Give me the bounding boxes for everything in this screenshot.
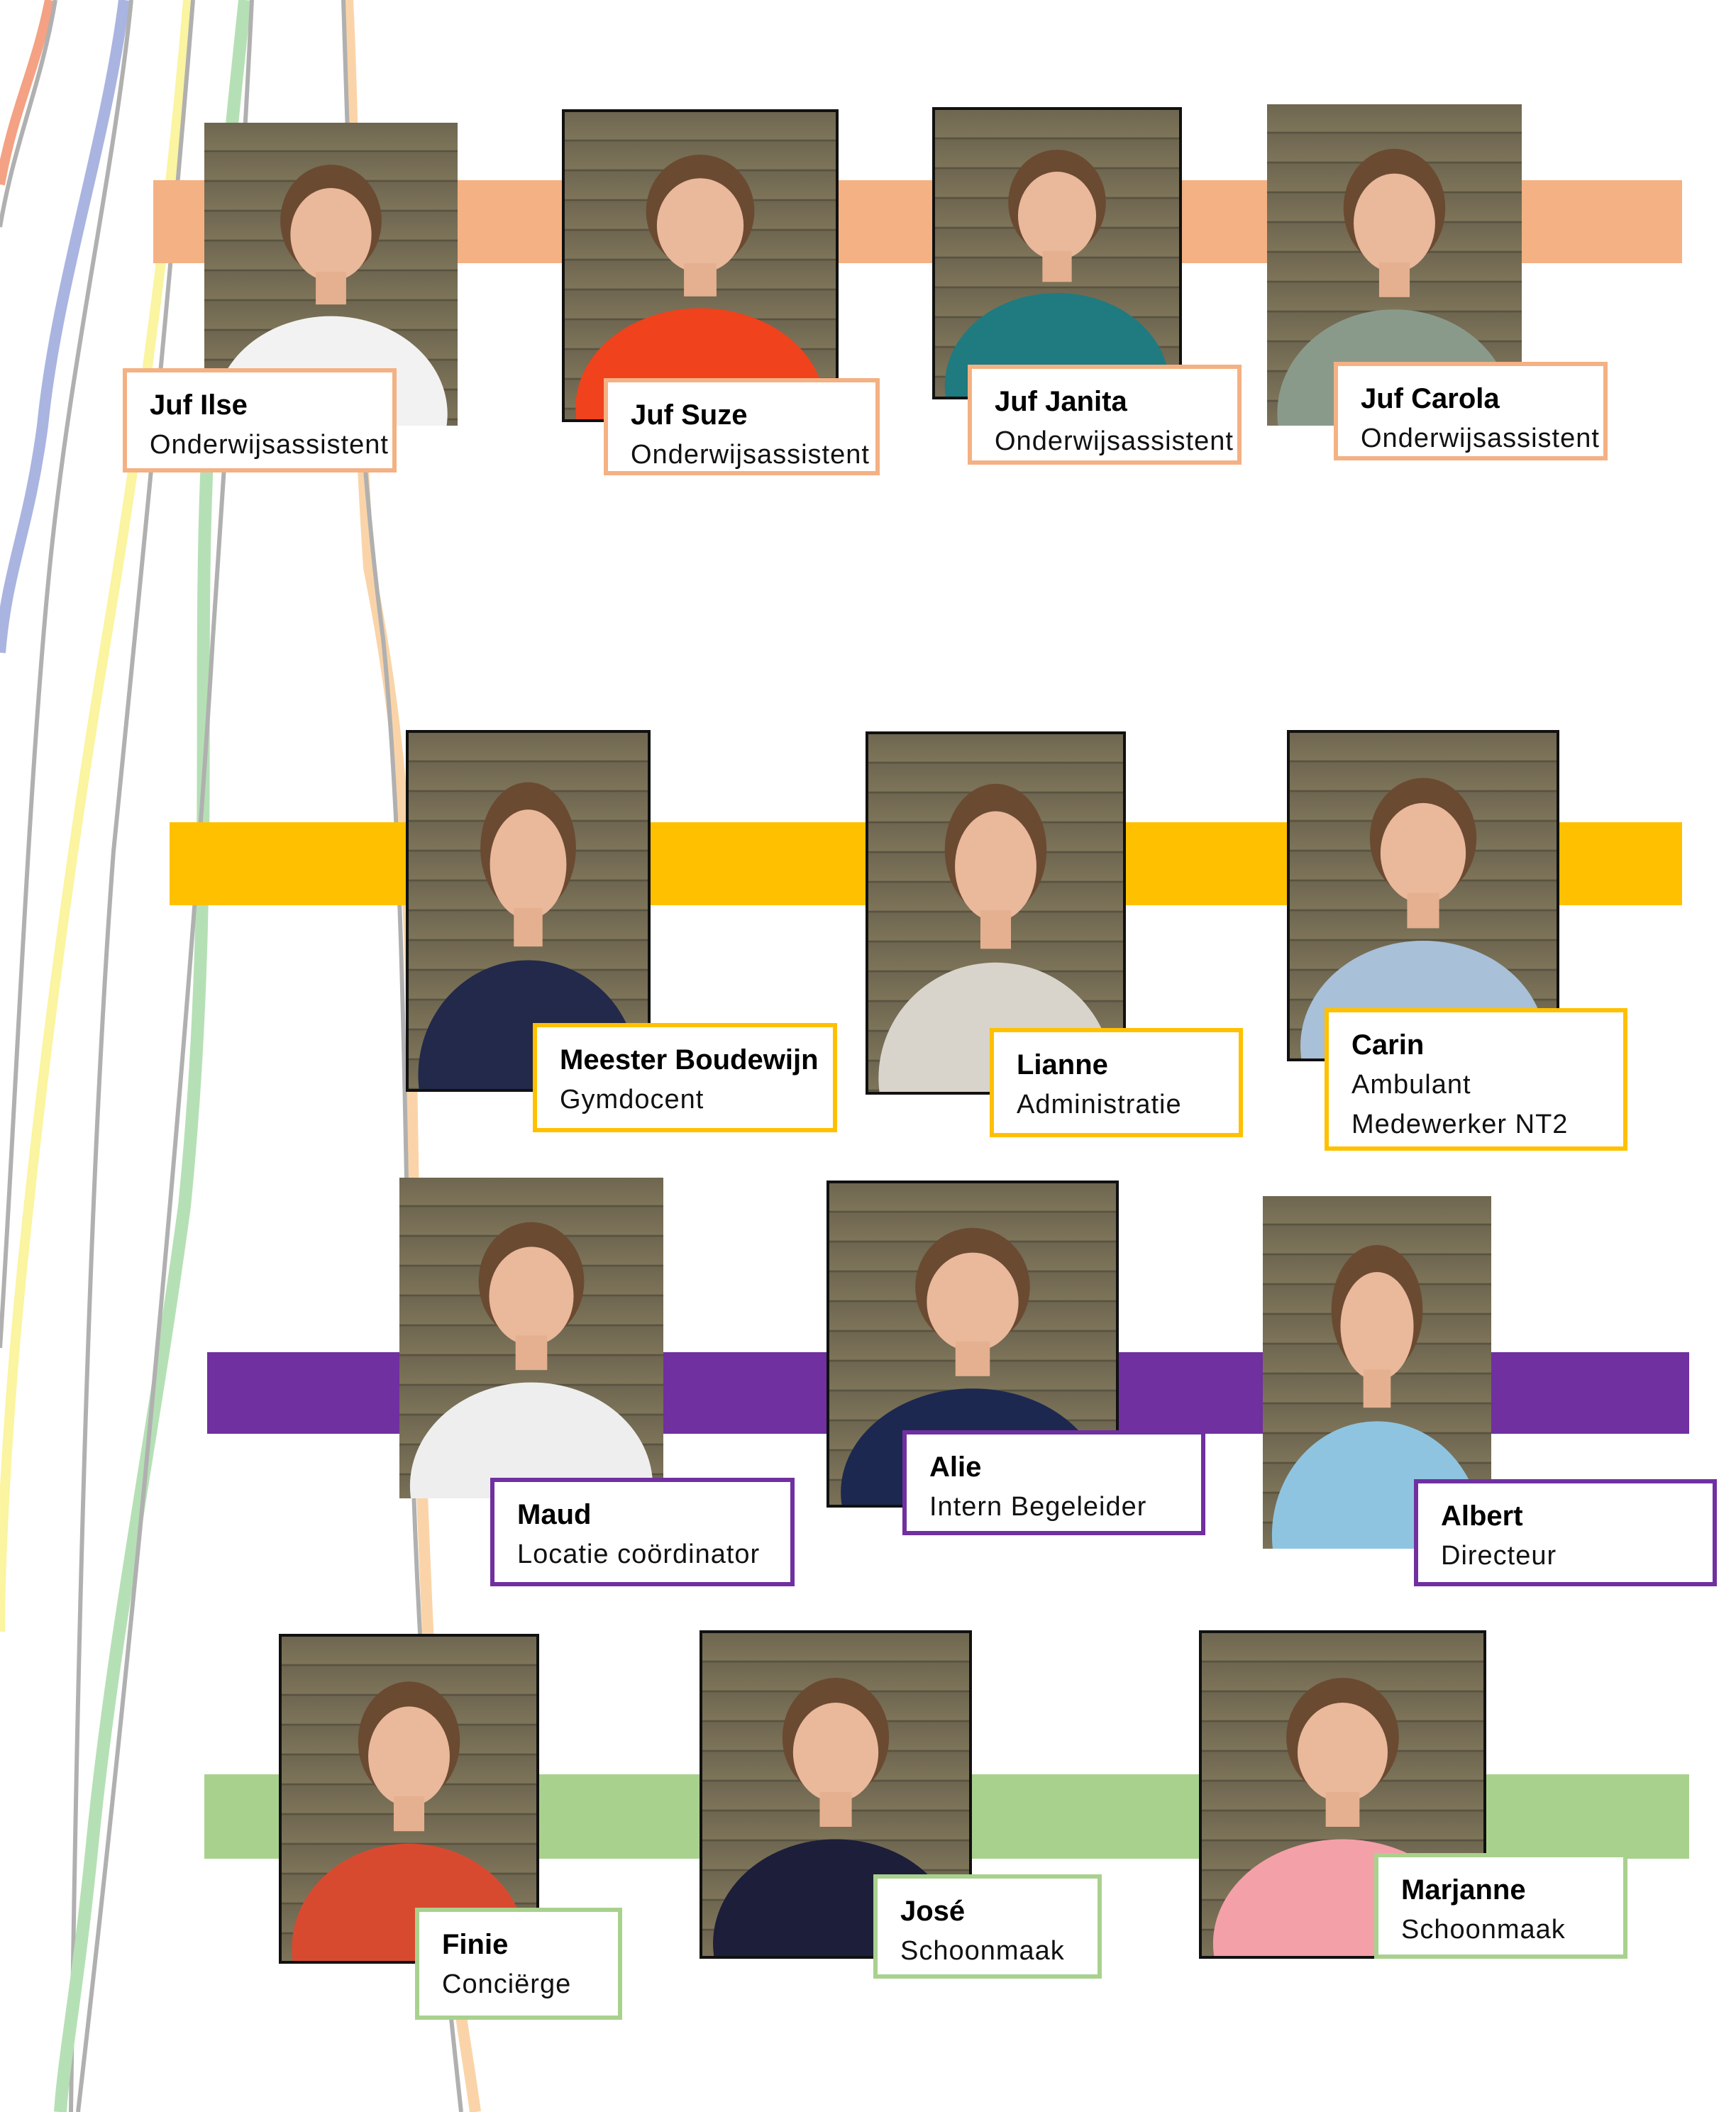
staff-name: Lianne xyxy=(1017,1049,1108,1080)
staff-name: Carin xyxy=(1351,1029,1425,1061)
staff-role: Conciërge xyxy=(442,1969,572,1999)
staff-photo xyxy=(1287,730,1559,1061)
staff-role: Locatie coördinator xyxy=(517,1539,761,1569)
staff-photo xyxy=(932,107,1182,399)
staff-role: Administratie xyxy=(1017,1090,1182,1119)
staff-photo xyxy=(562,109,839,422)
staff-name: Juf Suze xyxy=(631,399,748,431)
staff-photo xyxy=(399,1178,663,1498)
staff-role: Schoonmaak xyxy=(1401,1915,1566,1945)
staff-name: Maud xyxy=(517,1499,592,1530)
staff-name: Albert xyxy=(1441,1500,1523,1532)
staff-photo xyxy=(406,730,651,1092)
staff-name: José xyxy=(900,1896,966,1927)
staff-name: Juf Janita xyxy=(995,386,1127,417)
staff-role: Onderwijsassistent xyxy=(995,426,1234,456)
staff-role: Schoonmaak xyxy=(900,1936,1065,1966)
staff-role: Onderwijsassistent xyxy=(1361,424,1600,453)
staff-role: Onderwijsassistent xyxy=(150,430,389,460)
staff-name: Alie xyxy=(929,1452,982,1483)
staff-role: Medewerker NT2 xyxy=(1351,1110,1569,1139)
staff-role: Onderwijsassistent xyxy=(631,440,870,470)
staff-role: Directeur xyxy=(1441,1541,1557,1571)
staff-name: Juf Ilse xyxy=(150,389,248,421)
staff-role: Ambulant xyxy=(1351,1070,1471,1100)
staff-role: Intern Begeleider xyxy=(929,1492,1147,1522)
staff-role: Gymdocent xyxy=(560,1085,704,1115)
staff-photo xyxy=(700,1630,972,1959)
staff-name: Juf Carola xyxy=(1361,383,1500,414)
staff-name: Meester Boudewijn xyxy=(560,1044,819,1076)
staff-name: Finie xyxy=(442,1929,509,1960)
staff-name: Marjanne xyxy=(1401,1874,1526,1906)
